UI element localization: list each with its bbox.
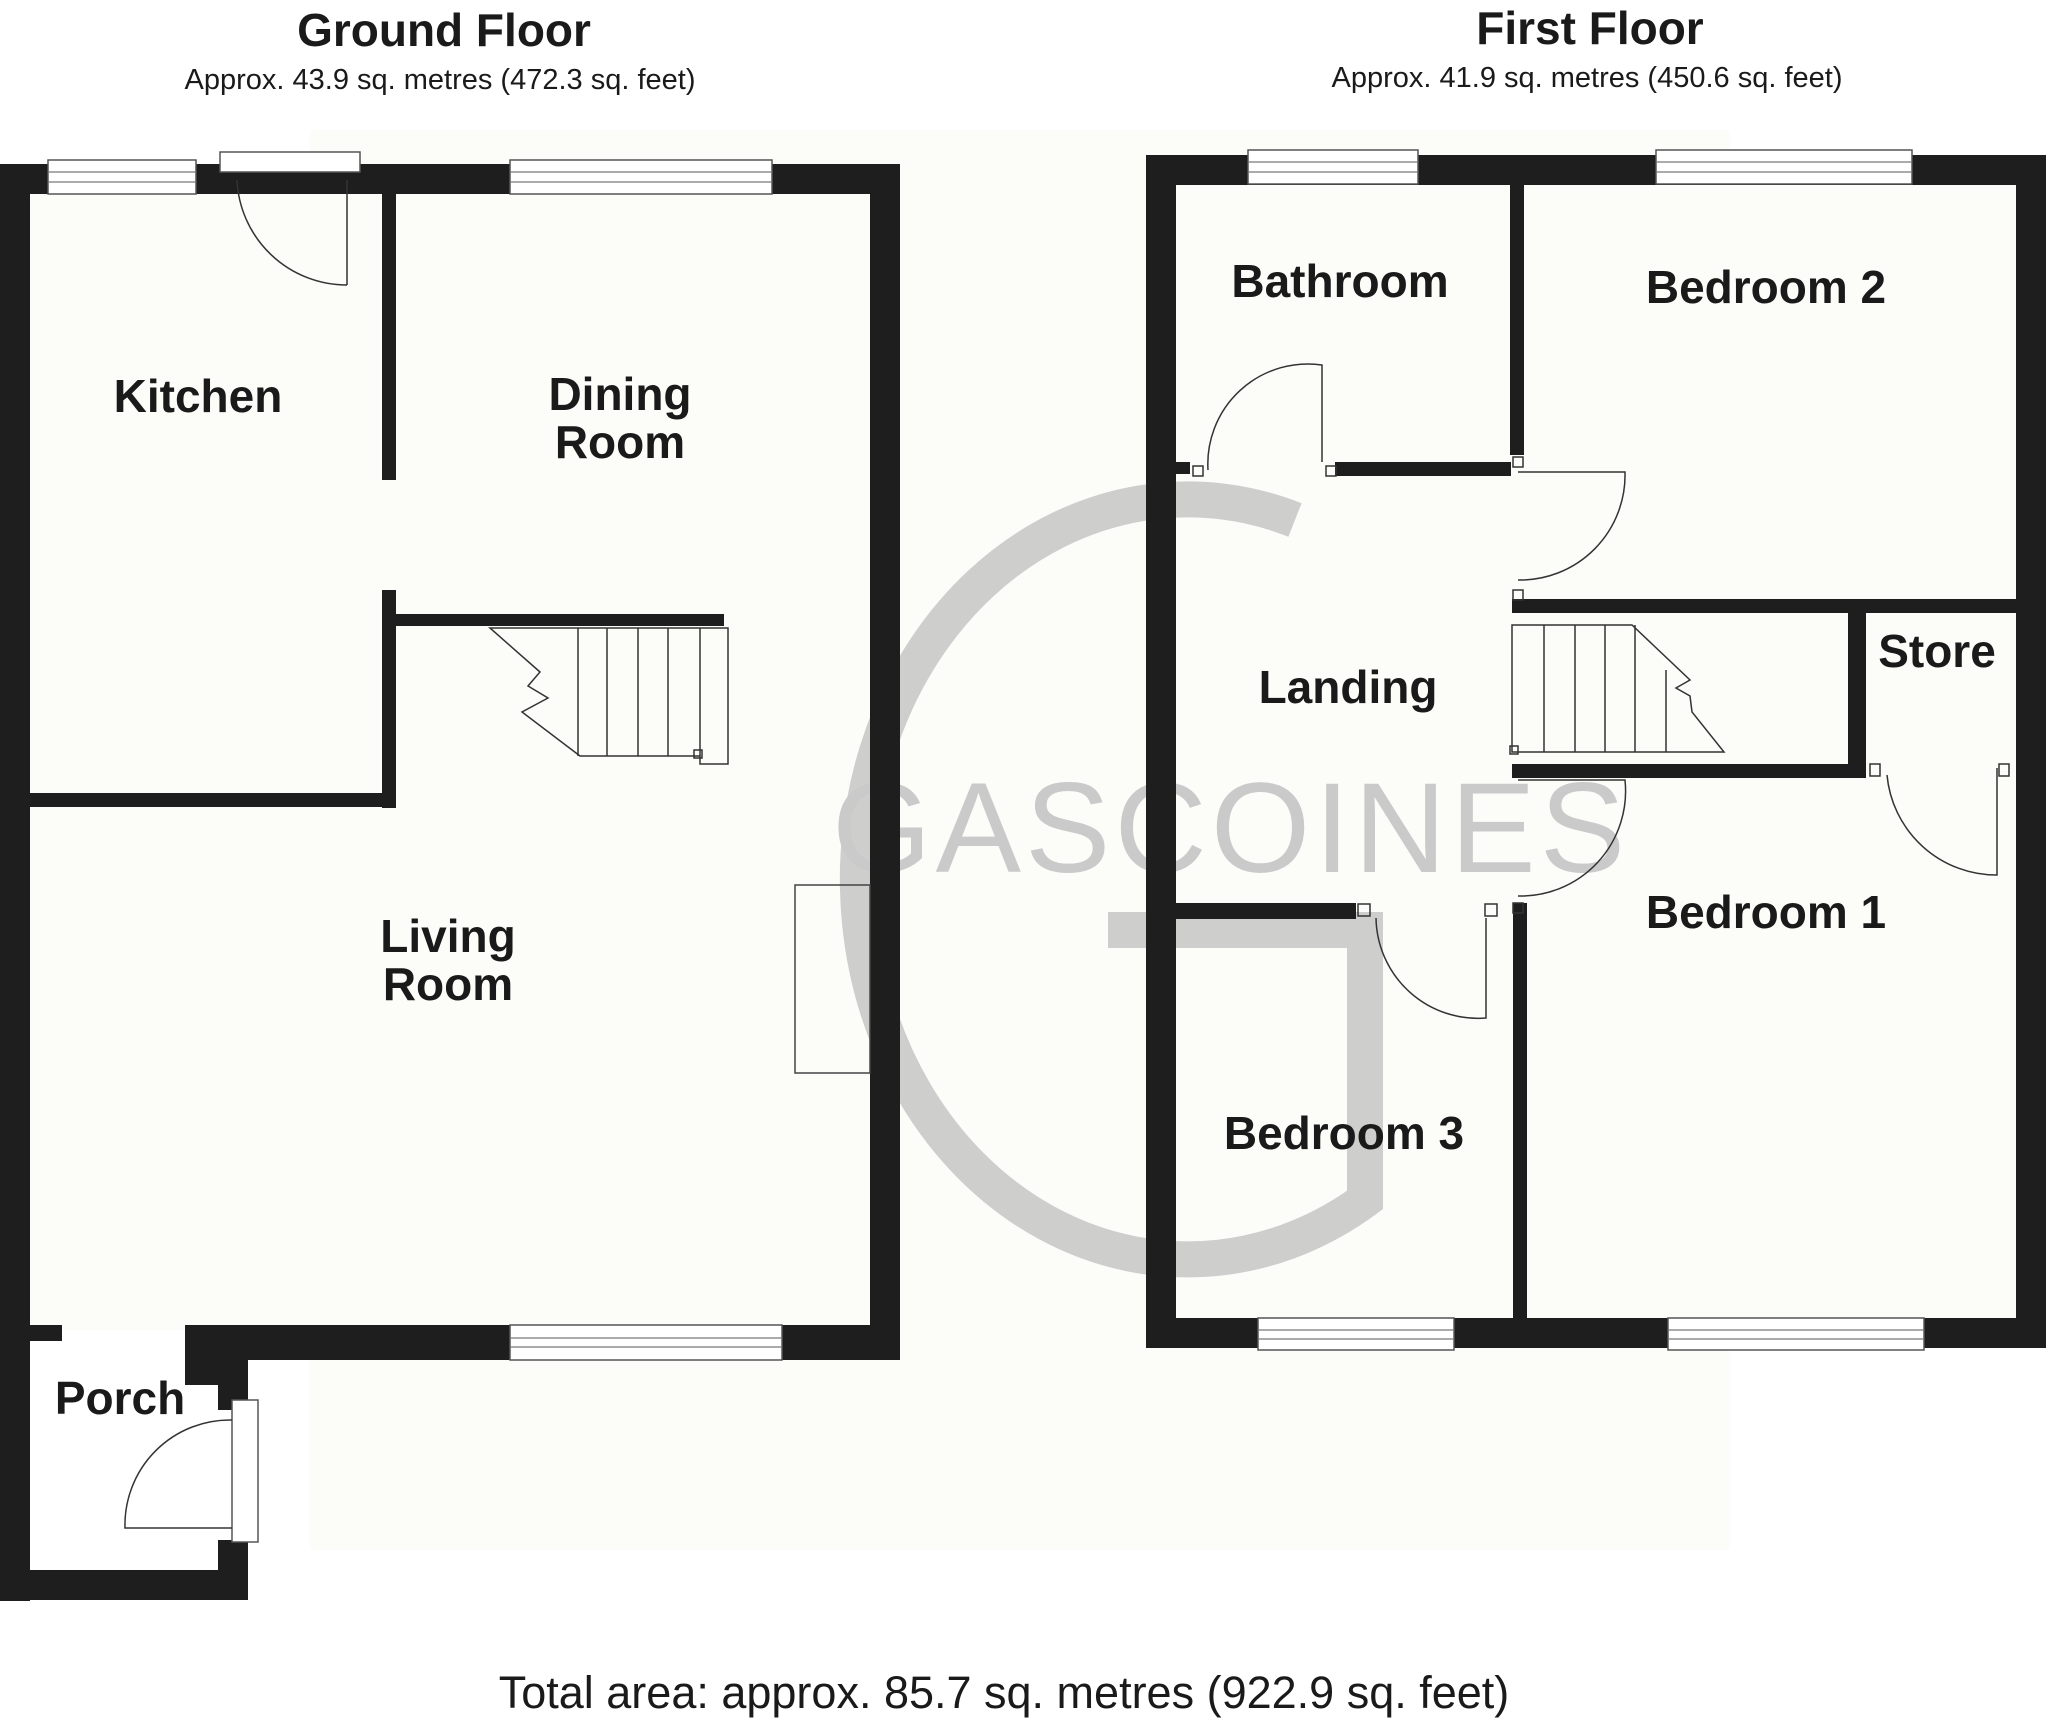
- wall: [30, 793, 396, 807]
- wall: [1510, 185, 1524, 455]
- wall: [1146, 155, 1176, 1348]
- room-label-dining-room: Dining: [548, 368, 691, 420]
- total-area: Total area: approx. 85.7 sq. metres (922…: [499, 1667, 1510, 1718]
- room-label-living-room: Living: [380, 910, 515, 962]
- window: [509, 159, 773, 195]
- wall: [1176, 903, 1356, 919]
- wall: [0, 1325, 62, 1341]
- window: [1257, 1317, 1455, 1351]
- wall: [0, 1570, 248, 1600]
- wall: [382, 190, 396, 480]
- wall: [870, 164, 900, 1360]
- ground-floor: Kitchen Dining Room Living Room Porch: [0, 151, 900, 1601]
- porch-door: [124, 1419, 233, 1529]
- room-label-living-room-line-2: Room: [383, 958, 513, 1010]
- wall: [1848, 612, 1866, 770]
- ground-floor-fill: [30, 180, 870, 1330]
- ground-floor-title: Ground Floor: [297, 4, 591, 56]
- room-label-dining-room-line-2: Room: [555, 416, 685, 468]
- store-door: [1886, 768, 1998, 876]
- wall: [1512, 599, 2016, 613]
- watermark-text: GASCOINES: [832, 757, 1629, 900]
- room-label-bedroom-3: Bedroom 3: [1224, 1107, 1464, 1159]
- first-floor-area: Approx. 41.9 sq. metres (450.6 sq. feet): [1332, 62, 1843, 94]
- watermark-logo: GASCOINES: [832, 481, 1629, 1278]
- window: [1247, 149, 1419, 185]
- wall: [382, 590, 396, 808]
- room-label-store: Store: [1878, 625, 1996, 677]
- window: [47, 159, 197, 195]
- wall: [1335, 462, 1511, 476]
- wall: [2016, 155, 2046, 1348]
- window: [1667, 1317, 1925, 1351]
- first-floor-title: First Floor: [1476, 2, 1704, 54]
- wall: [1513, 903, 1527, 1318]
- door-frame: [219, 151, 361, 173]
- room-label-bedroom-1: Bedroom 1: [1646, 886, 1886, 938]
- bathroom-door: [1207, 363, 1323, 471]
- fireplace: [794, 884, 871, 1074]
- bedroom-1-door: [1517, 779, 1627, 897]
- room-label-bedroom-2: Bedroom 2: [1646, 261, 1886, 313]
- door-frame: [231, 1399, 259, 1543]
- room-label-bathroom: Bathroom: [1231, 255, 1448, 307]
- wall: [1176, 462, 1190, 474]
- wall: [1512, 764, 1866, 778]
- kitchen-door: [236, 179, 348, 286]
- wall: [200, 164, 218, 194]
- first-floor-fill: [1175, 175, 2020, 1325]
- room-label-kitchen: Kitchen: [114, 370, 283, 422]
- wall: [0, 164, 30, 1601]
- first-floor: Bathroom Bedroom 2 Landing Store Bedroom…: [1146, 149, 2046, 1351]
- staircase: [488, 627, 729, 765]
- room-label-landing: Landing: [1259, 661, 1438, 713]
- ground-floor-area: Approx. 43.9 sq. metres (472.3 sq. feet): [185, 64, 696, 96]
- bedroom-2-door: [1517, 471, 1626, 581]
- window: [509, 1324, 783, 1361]
- window: [1655, 149, 1913, 185]
- bedroom-3-door: [1375, 917, 1487, 1020]
- room-label-porch: Porch: [55, 1372, 185, 1424]
- staircase: [1509, 624, 1726, 755]
- wall: [396, 614, 724, 626]
